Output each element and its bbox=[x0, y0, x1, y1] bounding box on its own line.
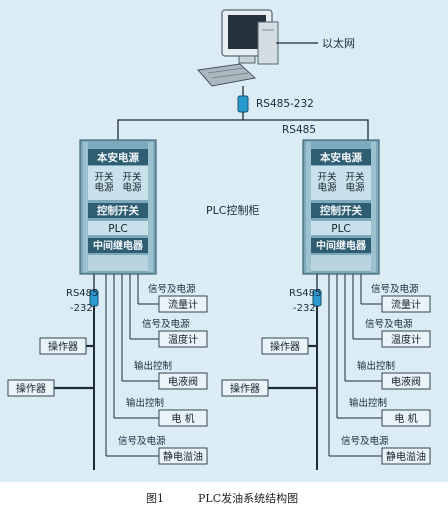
switch-psu-right-label-line: 电源 bbox=[345, 182, 365, 194]
relay-label: 中间继电器 bbox=[93, 239, 144, 252]
converter-label-top: RS485 bbox=[66, 288, 98, 299]
device-label: 温度计 bbox=[168, 333, 198, 346]
cabinet-rail-left bbox=[306, 142, 311, 272]
left-cabinet-group: 本安电源开关电源开关电源控制开关PLC中间继电器RS485-232操作器操作器流… bbox=[7, 139, 208, 470]
device-box bbox=[381, 447, 431, 465]
cabinet-lower-panel bbox=[88, 255, 148, 271]
switch-psu-panel bbox=[88, 166, 148, 200]
signal-label: 输出控制 bbox=[126, 397, 164, 409]
device-box bbox=[158, 295, 208, 313]
intrinsic-psu-band bbox=[88, 149, 148, 165]
operator-box bbox=[39, 337, 87, 355]
plc-label: PLC bbox=[108, 223, 128, 235]
relay-band bbox=[88, 238, 148, 253]
converter-label-top: RS485 bbox=[289, 288, 321, 299]
switch-psu-right-label-line: 电源 bbox=[122, 182, 142, 194]
cabinet-lower-panel bbox=[311, 255, 371, 271]
device-label: 静电溢油 bbox=[163, 450, 203, 463]
ethernet-label: 以太网 bbox=[322, 37, 355, 50]
signal-label: 信号及电源 bbox=[341, 435, 389, 447]
device-label: 电液阀 bbox=[168, 375, 198, 388]
figure-number: 图1 bbox=[146, 492, 164, 505]
intrinsic-psu-band bbox=[311, 149, 371, 165]
signal-label: 信号及电源 bbox=[118, 435, 166, 447]
intrinsic-psu-label: 本安电源 bbox=[320, 151, 362, 164]
switch-psu-right-label-line: 开关 bbox=[345, 171, 365, 183]
signal-label: 输出控制 bbox=[349, 397, 387, 409]
converter-label-bottom: -232 bbox=[70, 303, 93, 314]
rs485-bus-label: RS485 bbox=[282, 124, 316, 136]
signal-label: 输出控制 bbox=[134, 360, 172, 372]
switch-psu-left-label-line: 开关 bbox=[317, 171, 337, 183]
converter-label-bottom: -232 bbox=[293, 303, 316, 314]
operator-label: 操作器 bbox=[48, 340, 78, 353]
device-box bbox=[158, 330, 208, 348]
signal-label: 信号及电源 bbox=[148, 283, 196, 295]
signal-label: 信号及电源 bbox=[142, 318, 190, 330]
device-box bbox=[158, 409, 208, 427]
switch-psu-left-label: 开关电源 bbox=[94, 171, 114, 194]
switch-psu-left-label-line: 电源 bbox=[94, 182, 114, 194]
control-switch-label: 控制开关 bbox=[97, 204, 139, 217]
control-switch-band bbox=[88, 203, 148, 218]
plc-panel bbox=[88, 221, 148, 235]
device-label: 电 机 bbox=[394, 412, 417, 425]
device-box bbox=[381, 295, 431, 313]
right-cabinet-group: 本安电源开关电源开关电源控制开关PLC中间继电器RS485-232操作器操作器流… bbox=[221, 139, 431, 470]
switch-psu-left-label-line: 开关 bbox=[94, 171, 114, 183]
computer-icon bbox=[197, 9, 279, 87]
device-label: 流量计 bbox=[168, 298, 198, 311]
switch-psu-right-label: 开关电源 bbox=[345, 171, 365, 194]
figure-title: PLC发油系统结构图 bbox=[198, 491, 298, 505]
device-box bbox=[381, 409, 431, 427]
device-label: 流量计 bbox=[391, 298, 421, 311]
operator-label: 操作器 bbox=[16, 382, 46, 395]
plc-label: PLC bbox=[331, 223, 351, 235]
plc-panel bbox=[311, 221, 371, 235]
intrinsic-psu-label: 本安电源 bbox=[97, 151, 139, 164]
cabinet-rail-right bbox=[148, 142, 153, 272]
device-box bbox=[158, 372, 208, 390]
device-box bbox=[381, 372, 431, 390]
signal-label: 信号及电源 bbox=[371, 283, 419, 295]
cabinet-rail-left bbox=[83, 142, 88, 272]
control-switch-label: 控制开关 bbox=[320, 204, 362, 217]
switch-psu-right-label-line: 开关 bbox=[122, 171, 142, 183]
device-label: 电液阀 bbox=[391, 375, 421, 388]
device-label: 静电溢油 bbox=[386, 450, 426, 463]
device-box bbox=[158, 447, 208, 465]
operator-label: 操作器 bbox=[270, 340, 300, 353]
device-box bbox=[381, 330, 431, 348]
relay-band bbox=[311, 238, 371, 253]
operator-box bbox=[261, 337, 309, 355]
operator-label: 操作器 bbox=[230, 382, 260, 395]
signal-label: 输出控制 bbox=[357, 360, 395, 372]
operator-box bbox=[7, 379, 55, 397]
plc-cabinet-title: PLC控制柜 bbox=[206, 203, 259, 217]
signal-label: 信号及电源 bbox=[365, 318, 413, 330]
top-converter-label: RS485-232 bbox=[256, 98, 314, 110]
switch-psu-right-label: 开关电源 bbox=[122, 171, 142, 194]
top-rs485-converter bbox=[237, 95, 249, 113]
relay-label: 中间继电器 bbox=[316, 239, 367, 252]
switch-psu-left-label: 开关电源 bbox=[317, 171, 337, 194]
cabinet-rail-right bbox=[371, 142, 376, 272]
rs485-bus bbox=[117, 119, 369, 140]
device-label: 温度计 bbox=[391, 333, 421, 346]
control-switch-band bbox=[311, 203, 371, 218]
switch-psu-left-label-line: 电源 bbox=[317, 182, 337, 194]
operator-box bbox=[221, 379, 269, 397]
device-label: 电 机 bbox=[171, 412, 194, 425]
switch-psu-panel bbox=[311, 166, 371, 200]
